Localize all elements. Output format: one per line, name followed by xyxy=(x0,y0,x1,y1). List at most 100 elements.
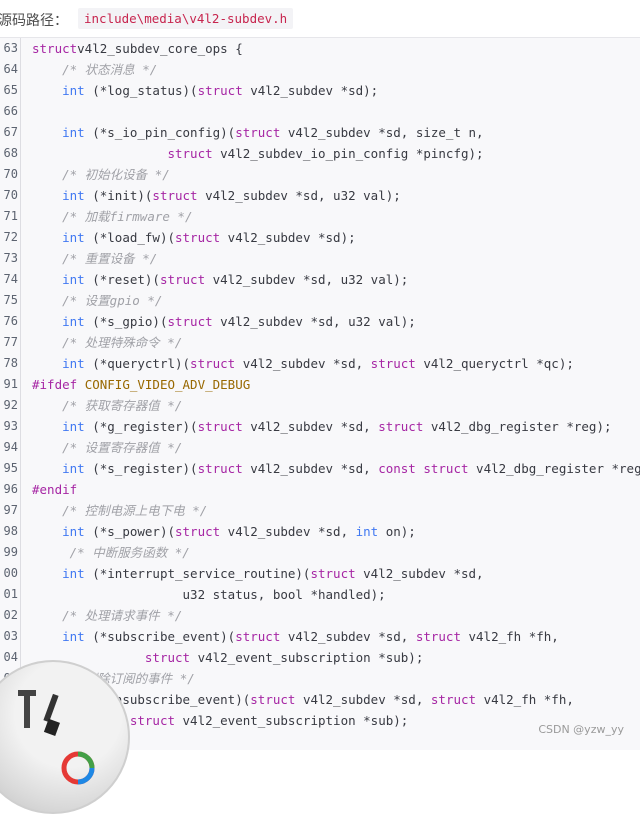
code-text: /* 处理请求事件 */ xyxy=(32,605,182,626)
source-path-label: 源码路径： xyxy=(0,13,68,29)
code-token: v4l2_subdev *sd, xyxy=(242,461,379,476)
code-text: /* 状态消息 */ xyxy=(32,59,157,80)
code-token: struct xyxy=(310,566,356,581)
code-line: 91#ifdef CONFIG_VIDEO_ADV_DEBUG xyxy=(0,374,640,395)
code-token: int xyxy=(355,524,379,539)
code-token: /* 中断服务函数 */ xyxy=(69,545,190,560)
code-token: v4l2_subdev *sd, xyxy=(220,524,356,539)
line-number: 92 xyxy=(3,398,18,412)
line-number: 71 xyxy=(3,209,18,223)
code-token xyxy=(32,146,167,161)
code-text: int (*s_gpio)(struct v4l2_subdev *sd, u3… xyxy=(32,311,416,332)
code-text: int (*queryctrl)(struct v4l2_subdev *sd,… xyxy=(32,353,574,374)
code-token: int xyxy=(62,125,85,140)
code-line: 92 /* 获取寄存器值 */ xyxy=(0,395,640,416)
code-token: v4l2_subdev_io_pin_config *pincfg); xyxy=(212,146,484,161)
code-line: 03 int (*subscribe_event)(struct v4l2_su… xyxy=(0,626,640,647)
code-token: v4l2_subdev *sd, u32 val); xyxy=(212,314,416,329)
code-token xyxy=(32,566,62,581)
code-token: int xyxy=(62,314,85,329)
code-token: int xyxy=(62,419,85,434)
code-text: int (*s_io_pin_config)(struct v4l2_subde… xyxy=(32,122,483,143)
code-text: int (*interrupt_service_routine)(struct … xyxy=(32,563,483,584)
code-token: on); xyxy=(378,524,416,539)
code-token: v4l2_fh *fh, xyxy=(460,629,559,644)
code-token xyxy=(32,461,62,476)
code-token: int xyxy=(62,629,85,644)
code-line: 00 int (*interrupt_service_routine)(stru… xyxy=(0,563,640,584)
code-token xyxy=(32,608,62,623)
line-number: 75 xyxy=(3,293,18,307)
code-token xyxy=(32,293,62,308)
code-token: v4l2_subdev *sd, xyxy=(295,692,431,707)
code-token: v4l2_fh *fh, xyxy=(476,692,574,707)
line-number: 70 xyxy=(3,167,18,181)
source-path-code[interactable]: include\media\v4l2-subdev.h xyxy=(78,8,294,29)
code-line: 02 /* 处理请求事件 */ xyxy=(0,605,640,626)
code-token: struct xyxy=(32,41,78,56)
line-number: 70 xyxy=(3,188,18,202)
code-token: v4l2_event_subscription *sub); xyxy=(190,650,424,665)
code-token: /* 处理特殊命令 */ xyxy=(62,335,183,350)
code-token: const struct xyxy=(378,461,469,476)
code-line: 77 /* 处理特殊命令 */ xyxy=(0,332,640,353)
code-token: v4l2_subdev *sd, xyxy=(280,629,416,644)
code-token xyxy=(32,62,62,77)
code-token xyxy=(32,125,62,140)
code-token: v4l2_event_subscription *sub); xyxy=(175,713,409,728)
code-token: struct xyxy=(159,272,206,287)
code-token: u32 status, bool *handled); xyxy=(32,587,386,602)
code-token: (*g_register)( xyxy=(84,419,198,434)
code-text: /* 初始化设备 */ xyxy=(32,164,170,185)
code-token xyxy=(32,272,62,287)
code-token: struct xyxy=(235,629,281,644)
code-token: v4l2_dbg_register *reg); xyxy=(468,461,640,476)
code-line: 70 /* 初始化设备 */ xyxy=(0,164,640,185)
line-number: 66 xyxy=(3,104,18,118)
code-line: 72 int (*load_fw)(struct v4l2_subdev *sd… xyxy=(0,227,640,248)
code-text: /* 设置gpio */ xyxy=(32,290,162,311)
code-line: 04 struct v4l2_event_subscription *sub); xyxy=(0,647,640,668)
code-line: 68 struct v4l2_subdev_io_pin_config *pin… xyxy=(0,143,640,164)
code-token: struct xyxy=(197,461,243,476)
code-token: int xyxy=(62,230,85,245)
code-token xyxy=(32,167,62,182)
code-text: struct v4l2_event_subscription *sub); xyxy=(32,710,408,731)
code-text: int (*s_power)(struct v4l2_subdev *sd, i… xyxy=(32,521,416,542)
code-token: struct xyxy=(370,356,416,371)
code-line: 99 /* 中断服务函数 */ xyxy=(0,542,640,563)
code-token: struct xyxy=(175,230,221,245)
code-text: int (*load_fw)(struct v4l2_subdev *sd); xyxy=(32,227,356,248)
code-text: /* 处理特殊命令 */ xyxy=(32,332,182,353)
code-token: (*queryctrl)( xyxy=(84,356,191,371)
code-token: (*interrupt_service_routine)( xyxy=(84,566,311,581)
code-token: (*load_fw)( xyxy=(84,230,175,245)
line-number: 97 xyxy=(3,503,18,517)
code-text: /* 中断服务函数 */ xyxy=(32,542,190,563)
code-token: /* 重置设备 */ xyxy=(62,251,158,266)
line-number: 93 xyxy=(3,419,18,433)
code-line: 67 int (*s_io_pin_config)(struct v4l2_su… xyxy=(0,122,640,143)
code-token xyxy=(32,419,62,434)
line-number: 01 xyxy=(3,587,18,601)
code-text: /* 设置寄存器值 */ xyxy=(32,437,182,458)
code-line: 65 int (*log_status)(struct v4l2_subdev … xyxy=(0,80,640,101)
code-token xyxy=(32,440,62,455)
code-token: CONFIG_VIDEO_ADV_DEBUG xyxy=(84,377,251,392)
code-token xyxy=(32,83,62,98)
code-token: #endif xyxy=(32,482,78,497)
code-token: struct xyxy=(167,146,213,161)
floating-tool-widget[interactable] xyxy=(0,660,130,814)
code-token: struct xyxy=(197,419,243,434)
code-text: int (*s_register)(struct v4l2_subdev *sd… xyxy=(32,458,640,479)
code-token: int xyxy=(62,461,85,476)
code-text: struct v4l2_subdev_io_pin_config *pincfg… xyxy=(32,143,484,164)
code-token: #ifdef xyxy=(32,377,78,392)
code-token: (*s_gpio)( xyxy=(84,314,168,329)
code-token: struct xyxy=(378,419,424,434)
code-line: 76 int (*s_gpio)(struct v4l2_subdev *sd,… xyxy=(0,311,640,332)
code-token: int xyxy=(62,188,85,203)
code-token: struct xyxy=(167,314,213,329)
code-token xyxy=(32,545,70,560)
